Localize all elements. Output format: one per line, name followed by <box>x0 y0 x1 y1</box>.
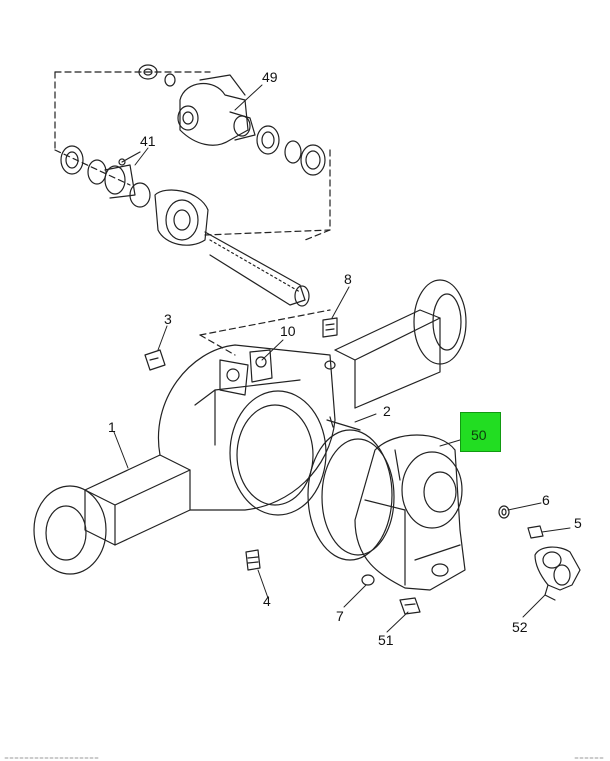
callout-10: 10 <box>280 323 296 339</box>
differential-carrier-50 <box>307 429 466 591</box>
fitting-8 <box>322 317 338 338</box>
callout-8: 8 <box>344 271 352 287</box>
callout-50-label: 50 <box>471 427 487 443</box>
callout-3: 3 <box>164 311 172 327</box>
plug-4 <box>245 549 261 571</box>
breather-3 <box>144 349 166 371</box>
leader-lines <box>113 84 571 633</box>
stud-2 <box>326 416 361 431</box>
bearing-cups-right <box>256 125 326 176</box>
washer-6 <box>498 505 510 519</box>
callout-52: 52 <box>512 619 528 635</box>
callout-2: 2 <box>383 403 391 419</box>
callout-6: 6 <box>542 492 550 508</box>
callout-51: 51 <box>378 632 394 648</box>
callout-49: 49 <box>262 69 278 85</box>
callout-41: 41 <box>140 133 156 149</box>
callout-50-highlight[interactable]: 50 <box>460 412 501 452</box>
pinion-assembly <box>60 145 310 307</box>
callout-7: 7 <box>336 608 344 624</box>
axle-housing-1 <box>33 279 467 575</box>
washer-7 <box>361 574 375 586</box>
callout-4: 4 <box>263 593 271 609</box>
yoke-assembly-49 <box>138 64 256 146</box>
bolt-51 <box>399 597 421 615</box>
callout-5: 5 <box>574 515 582 531</box>
nut-5 <box>527 525 544 539</box>
callout-1: 1 <box>108 419 116 435</box>
yoke-52 <box>534 546 581 601</box>
